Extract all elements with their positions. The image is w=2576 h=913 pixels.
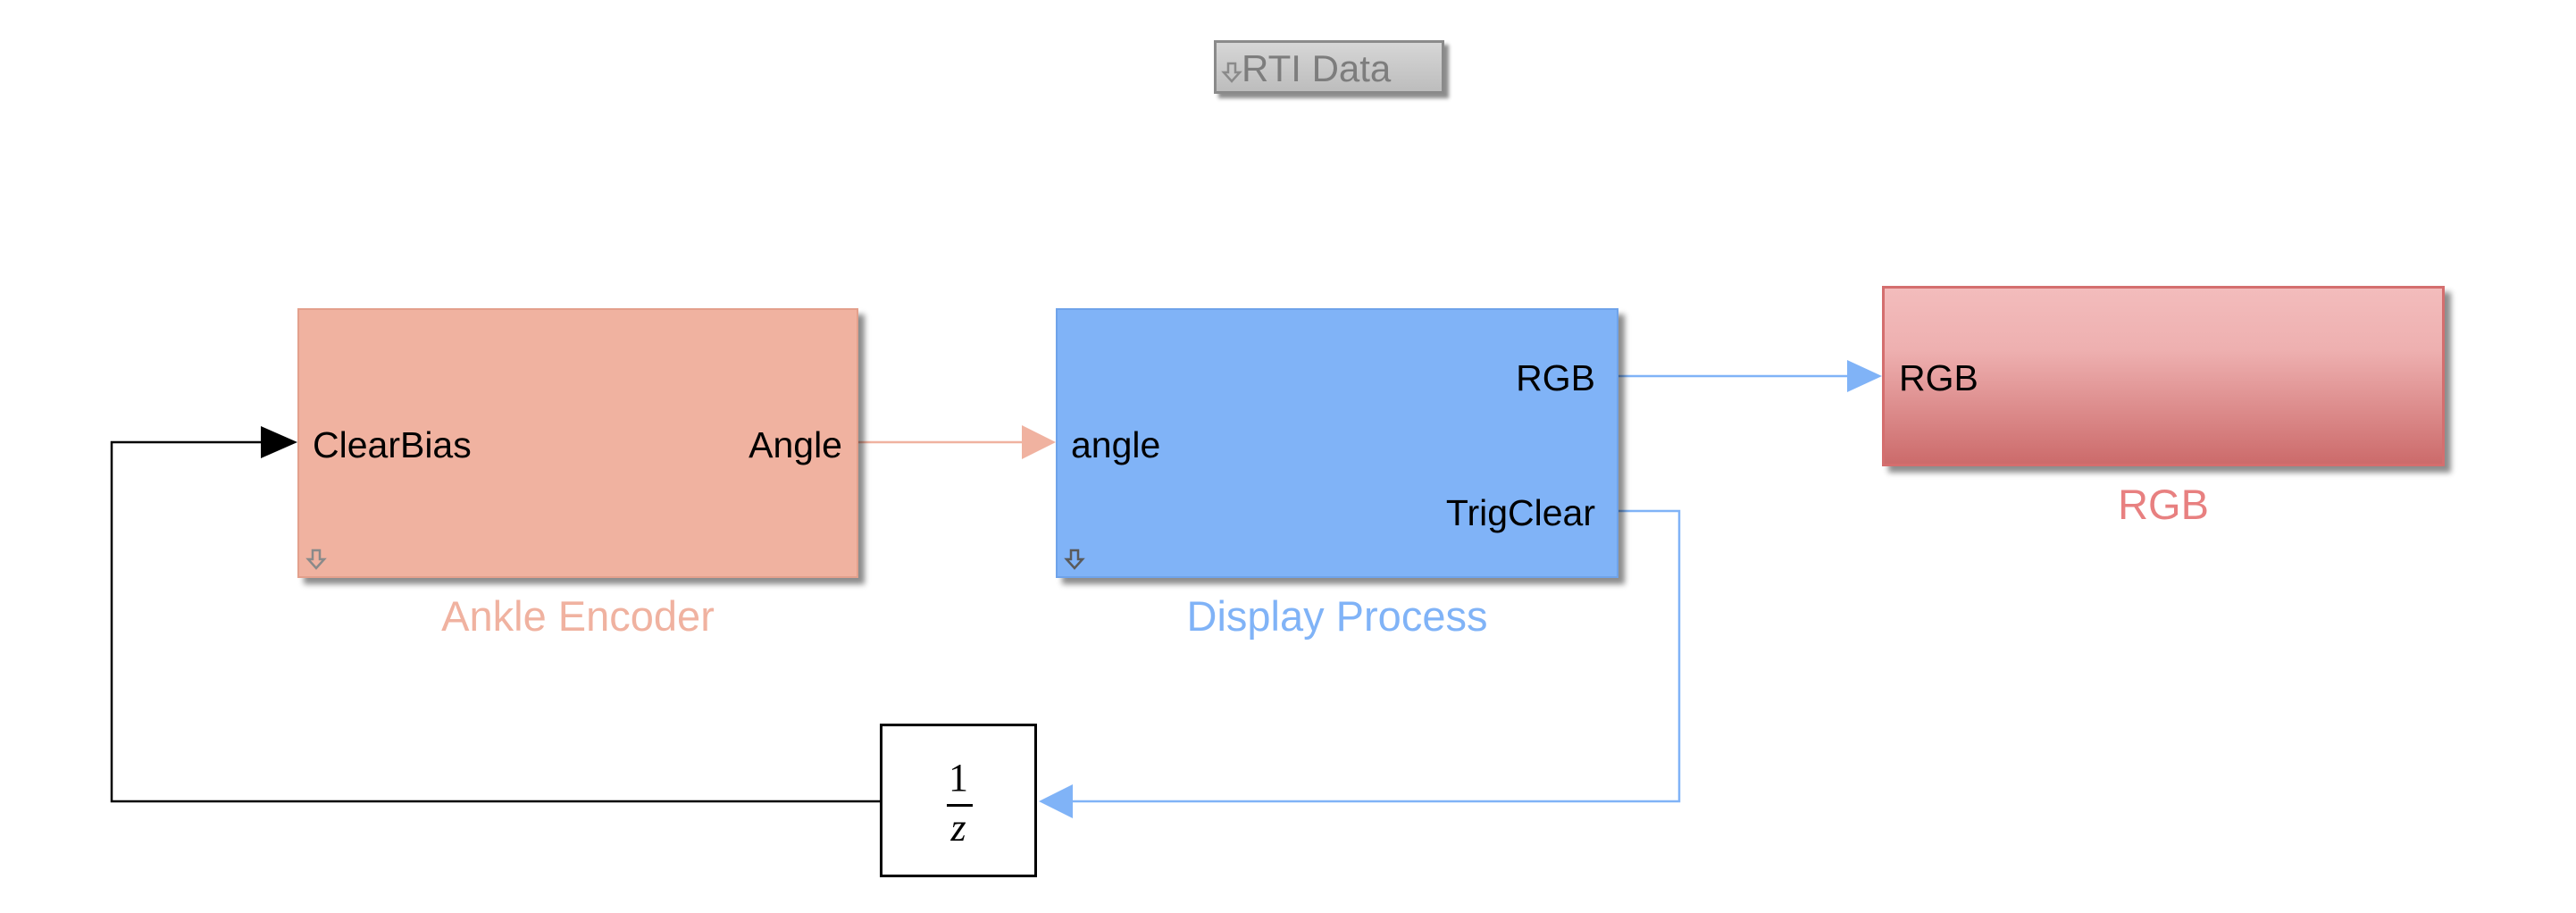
trigclear-wire[interactable] <box>1072 509 1681 803</box>
clearbias-port-label: ClearBias <box>313 424 472 465</box>
trigclear-arrowhead <box>1039 784 1073 818</box>
angle-arrowhead <box>1022 425 1056 459</box>
rti-data-block[interactable]: RTI Data <box>1214 40 1444 94</box>
unit-delay-block[interactable]: 1 z <box>880 724 1037 877</box>
clearbias-arrowhead <box>261 426 297 458</box>
ankle-encoder-block[interactable]: ClearBias Angle <box>297 308 858 578</box>
rgb-output-caption: RGB <box>2118 481 2209 528</box>
display-process-block[interactable]: angle RGB TrigClear <box>1056 308 1618 578</box>
ankle-encoder-caption: Ankle Encoder <box>441 592 715 640</box>
delay-denominator: z <box>950 806 966 850</box>
rgb-arrowhead <box>1847 360 1882 392</box>
down-arrow-icon <box>1221 62 1242 83</box>
down-arrow-icon <box>305 549 327 570</box>
fraction-bar <box>947 804 973 807</box>
trigclear-output-port-label: TrigClear <box>1445 492 1595 533</box>
display-process-caption: Display Process <box>1186 592 1488 640</box>
down-arrow-icon <box>1064 549 1085 570</box>
angle-input-port-label: angle <box>1071 424 1161 465</box>
rgb-output-block[interactable]: RGB <box>1882 286 2445 466</box>
rgb-output-port-label: RGB <box>1516 357 1595 398</box>
rgb-input-port-label: RGB <box>1899 357 1978 398</box>
feedback-wire[interactable] <box>110 440 880 803</box>
angle-output-port-label: Angle <box>749 424 842 465</box>
delay-numerator: 1 <box>949 756 968 800</box>
rti-data-label: RTI Data <box>1242 47 1392 89</box>
